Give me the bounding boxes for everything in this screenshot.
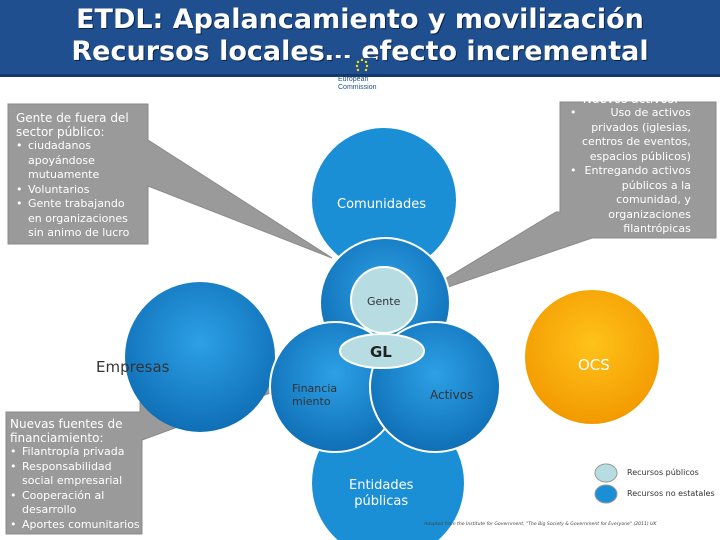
logo-line-2: Commission: [338, 84, 377, 91]
eu-logo-icon: [334, 58, 376, 72]
empresas-label: Empresas: [96, 358, 170, 376]
callout-left-item: Voluntarios: [16, 183, 129, 198]
legend-swatch-nonstate: [594, 484, 618, 504]
empresas-circle: [125, 282, 275, 432]
legend-label-nonstate: Recursos no estatales: [627, 489, 715, 498]
gente-label: Gente: [367, 295, 401, 308]
source-note: Adapted from the Institute for Governmen…: [424, 522, 657, 527]
callout-left-heading-1: Gente de fuera del: [16, 111, 129, 125]
gl-label: GL: [370, 343, 392, 361]
callout-bottom-heading-2: financiamiento:: [10, 431, 104, 445]
legend-swatch-public: [594, 463, 618, 483]
ocs-label: OCS: [578, 356, 610, 374]
callout-bottom-text: Nuevas fuentes de financiamiento: Filant…: [10, 417, 140, 532]
gl-shape: [339, 333, 425, 369]
activos-label: Activos: [430, 388, 474, 402]
callout-bottom-item: Aportes comunitarios: [10, 518, 140, 533]
logo-line-1: European: [338, 76, 369, 83]
callout-left-text: Gente de fuera del sector público: ciuda…: [16, 111, 129, 241]
comunidades-label: Comunidades: [337, 197, 427, 212]
callout-right-heading: Nuevos activos:: [582, 92, 678, 106]
title-line-1: ETDL: Apalancamiento y movilización: [76, 4, 644, 35]
comunidades-circle: [312, 128, 456, 272]
callout-bottom-heading-1: Nuevas fuentes de: [10, 417, 123, 431]
callout-left-heading-2: sector público:: [16, 125, 105, 139]
financiamiento-label: Financia miento: [292, 382, 338, 408]
callout-bottom-item: Filantropía privada: [10, 445, 140, 460]
legend-label-public: Recursos públicos: [627, 468, 699, 477]
ocs-circle: [525, 290, 659, 424]
entidades-label: Entidades públicas: [349, 478, 414, 509]
gente-circle: [350, 266, 418, 334]
